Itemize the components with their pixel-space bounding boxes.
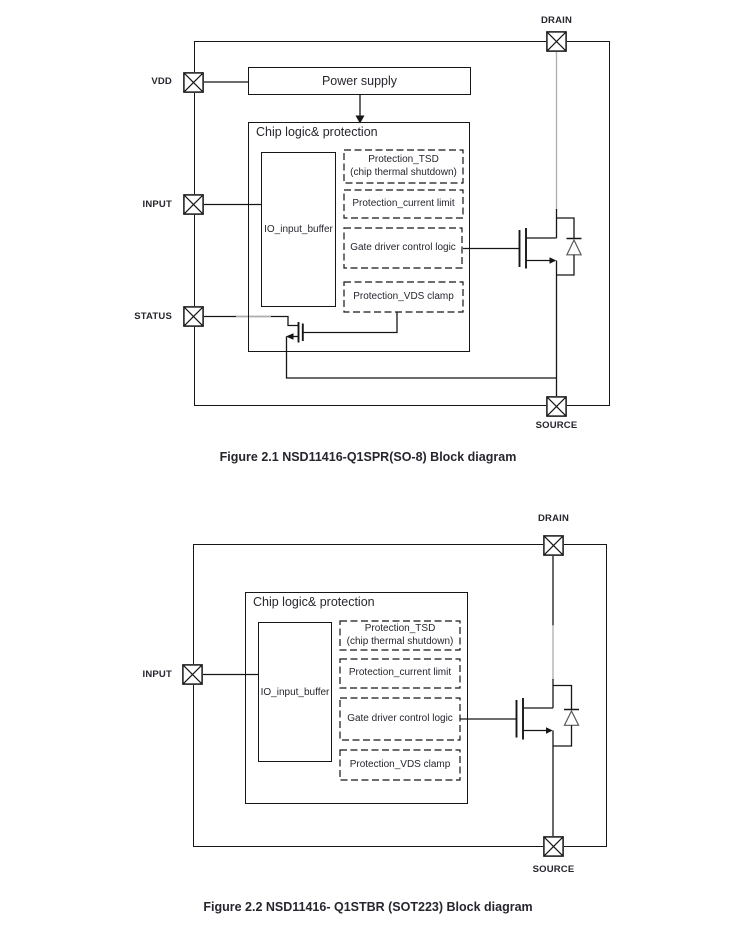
x-terminal-icon bbox=[183, 194, 204, 215]
figure-2-1-caption: Figure 2.1 NSD11416-Q1SPR(SO-8) Block di… bbox=[219, 450, 517, 464]
diagram2-source-pin-terminal bbox=[543, 836, 564, 857]
x-terminal-icon bbox=[183, 306, 204, 327]
diagram2-input-pin-terminal bbox=[182, 664, 203, 685]
diagram1-drain-pin-terminal bbox=[546, 31, 567, 52]
tsd-line1: Protection_TSD bbox=[364, 623, 436, 634]
diagram2-protection-tsd-label: Protection_TSD (chip thermal shutdown) bbox=[340, 621, 460, 650]
diode-top-branch bbox=[556, 217, 575, 238]
diagram2-outer-boundary bbox=[193, 544, 607, 847]
diagram2-drain-pin-terminal bbox=[543, 535, 564, 556]
protection-tsd-box bbox=[343, 149, 464, 184]
diagram1-vdd-pin-label: VDD bbox=[151, 76, 172, 87]
diagram1-protection-tsd-label: Protection_TSD (chip thermal shutdown) bbox=[344, 150, 463, 183]
diagram2-chip-logic-title: Chip logic& protection bbox=[253, 595, 375, 609]
vds-clamp-to-gate-wire bbox=[303, 312, 398, 334]
power-mosfet-symbol bbox=[460, 698, 553, 740]
diagram1-power-supply-box: Power supply bbox=[248, 67, 471, 95]
diode-bottom-branch bbox=[556, 254, 575, 276]
tsd-line1: Protection_TSD bbox=[368, 154, 439, 165]
diagram1-chip-logic-box bbox=[248, 122, 470, 352]
diagram1-outer-boundary bbox=[194, 41, 610, 406]
diagram2-chip-logic-box bbox=[245, 592, 468, 804]
x-terminal-icon bbox=[543, 535, 564, 556]
x-terminal-icon bbox=[182, 664, 203, 685]
diagram2-gate-driver-label: Gate driver control logic bbox=[347, 712, 453, 724]
diagram1-chip-logic-title: Chip logic& protection bbox=[256, 125, 378, 139]
diagram1-io-input-buffer-box: IO_input_buffer bbox=[261, 152, 336, 307]
diagram2-vds-clamp-label: Protection_VDS clamp bbox=[349, 758, 451, 770]
protection-current-limit-box bbox=[339, 658, 461, 689]
diagram2-input-pin-label: INPUT bbox=[142, 669, 172, 680]
down-arrowhead-icon bbox=[355, 115, 365, 124]
diagram1-vdd-pin-terminal bbox=[183, 71, 204, 93]
diode-bottom-branch bbox=[553, 725, 573, 747]
diagram1-status-pin-terminal bbox=[183, 306, 204, 327]
x-terminal-icon bbox=[546, 396, 567, 417]
diagram2-drain-pin-label: DRAIN bbox=[537, 513, 570, 524]
power-supply-label: Power supply bbox=[321, 74, 398, 88]
diagram2-io-input-buffer-box: IO_input_buffer bbox=[258, 622, 332, 762]
body-diode-symbol bbox=[556, 217, 583, 276]
right-arrowhead-icon bbox=[546, 727, 553, 734]
diagram1-status-pin-label: STATUS bbox=[134, 311, 172, 322]
tsd-line2: (chip thermal shutdown) bbox=[350, 166, 457, 178]
figure-2-2-caption: Figure 2.2 NSD11416- Q1STBR (SOT223) Blo… bbox=[203, 900, 533, 914]
diagram2-wires bbox=[203, 556, 580, 837]
right-arrowhead-icon bbox=[549, 257, 557, 264]
x-terminal-icon bbox=[543, 836, 564, 857]
diagram1-input-pin-label: INPUT bbox=[142, 199, 172, 210]
diagram2-current-limit-label: Protection_current limit bbox=[348, 667, 452, 679]
x-terminal-icon bbox=[183, 71, 204, 93]
protection-tsd-box bbox=[339, 620, 461, 651]
diagram1-source-pin-label: SOURCE bbox=[535, 420, 578, 431]
diagram1-source-pin-terminal bbox=[546, 396, 567, 417]
power-mosfet-symbol bbox=[463, 228, 557, 269]
x-terminal-icon bbox=[546, 31, 567, 52]
diagram1-drain-pin-label: DRAIN bbox=[540, 15, 573, 26]
io-input-buffer-label: IO_input_buffer bbox=[264, 224, 333, 235]
tsd-line2: (chip thermal shutdown) bbox=[346, 635, 454, 647]
protection-current-limit-box bbox=[343, 189, 464, 219]
protection-vds-clamp-box bbox=[343, 281, 464, 313]
body-diode-symbol bbox=[553, 684, 580, 747]
gate-driver-control-logic-box bbox=[339, 697, 461, 741]
diode-top-branch bbox=[553, 684, 573, 709]
diagram1-wires bbox=[204, 52, 583, 397]
left-arrowhead-icon bbox=[285, 333, 294, 340]
io-input-buffer-label: IO_input_buffer bbox=[260, 686, 330, 698]
diagram1-input-pin-terminal bbox=[183, 194, 204, 215]
diagram1-vds-clamp-label: Protection_VDS clamp bbox=[353, 290, 454, 302]
gate-driver-control-logic-box bbox=[343, 227, 463, 269]
status-source-wire bbox=[285, 336, 557, 379]
diagram1-gate-driver-label: Gate driver control logic bbox=[350, 241, 456, 253]
protection-vds-clamp-box bbox=[339, 749, 461, 781]
diagram1-current-limit-label: Protection_current limit bbox=[352, 197, 455, 209]
diagram2-source-pin-label: SOURCE bbox=[532, 864, 575, 875]
status-mosfet-symbol bbox=[285, 312, 557, 379]
